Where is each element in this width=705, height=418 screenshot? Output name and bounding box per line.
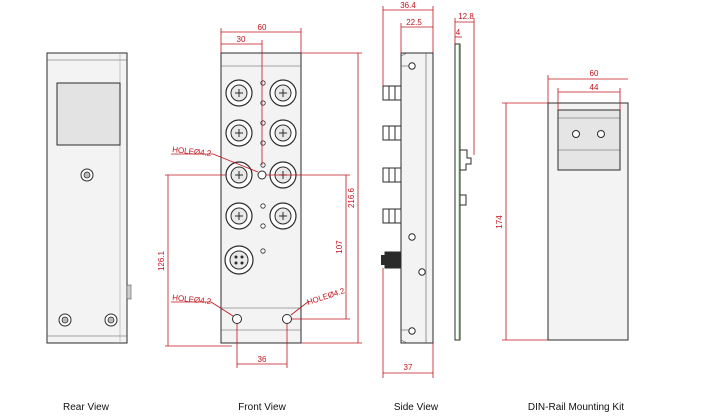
caption-side-view: Side View	[394, 402, 439, 413]
side-connector-2	[382, 125, 402, 141]
dim-din-inner-width: 44	[590, 83, 599, 92]
hole-label-left: HOLEØ4.2	[172, 293, 212, 306]
dim-side-total-depth: 36.4	[400, 1, 416, 10]
rear-screw-right	[104, 313, 118, 327]
rear-view	[46, 52, 132, 344]
caption-rear-view: Rear View	[63, 402, 110, 413]
side-view: 36.4 22.5 37 12.8 4	[381, 1, 475, 378]
side-din-plate	[454, 43, 472, 341]
caption-din-rail-kit: DIN-Rail Mounting Kit	[528, 402, 624, 413]
dim-side-base-depth: 37	[404, 363, 413, 372]
front-dimension-lines	[165, 28, 362, 368]
m12-connector-7	[225, 202, 253, 230]
rear-screw-left	[58, 313, 72, 327]
m12-connector-3	[225, 119, 253, 147]
side-housing	[400, 52, 434, 344]
dim-din-height: 174	[495, 215, 504, 229]
status-leds	[260, 80, 266, 254]
m12-connector-4	[269, 119, 297, 147]
rear-side-tab	[126, 284, 132, 300]
dim-hole-spacing-vertical: 107	[335, 240, 344, 254]
side-dimension-lines	[382, 6, 475, 378]
dim-hole-offset-vertical: 126.1	[157, 250, 166, 271]
dim-front-height: 216.6	[347, 187, 356, 208]
side-power-connector	[381, 251, 402, 269]
caption-front-view: Front View	[238, 402, 286, 413]
side-connector-3	[382, 167, 402, 183]
dim-front-inner-width: 30	[237, 35, 246, 44]
dim-front-width: 60	[258, 23, 267, 32]
din-kit-screws	[572, 130, 605, 138]
dim-hole-spacing-horizontal: 36	[258, 355, 267, 364]
rear-label-window	[56, 82, 121, 146]
side-connector-4	[382, 208, 402, 224]
side-screws	[408, 62, 426, 335]
m12-connector-8	[269, 202, 297, 230]
m12-connector-2	[269, 79, 297, 107]
hole-label-center: HOLEØ4.2	[172, 145, 212, 158]
dim-side-inner-depth: 22.5	[406, 18, 422, 27]
side-connector-1	[382, 85, 402, 101]
m12-connector-1	[225, 79, 253, 107]
m12-connector-5	[225, 161, 253, 189]
mounting-hole-right	[282, 314, 292, 324]
front-view: 60 30 216.6 107 126.1 36 HOLEØ4.2 HOLEØ4…	[157, 23, 362, 368]
dim-din-outer-width: 60	[590, 69, 599, 78]
din-dimension-lines	[502, 75, 628, 341]
power-connector	[224, 245, 254, 275]
din-kit-clip	[557, 109, 621, 171]
rear-screw-top	[80, 168, 94, 182]
dim-plate-thickness: 4	[456, 28, 461, 37]
hole-label-right: HOLEØ4.2	[306, 286, 347, 307]
dim-plate-depth: 12.8	[458, 12, 474, 21]
din-rail-kit-view: 60 44 174	[495, 69, 629, 341]
mounting-hole-left	[232, 314, 242, 324]
mounting-hole-center	[257, 170, 267, 180]
